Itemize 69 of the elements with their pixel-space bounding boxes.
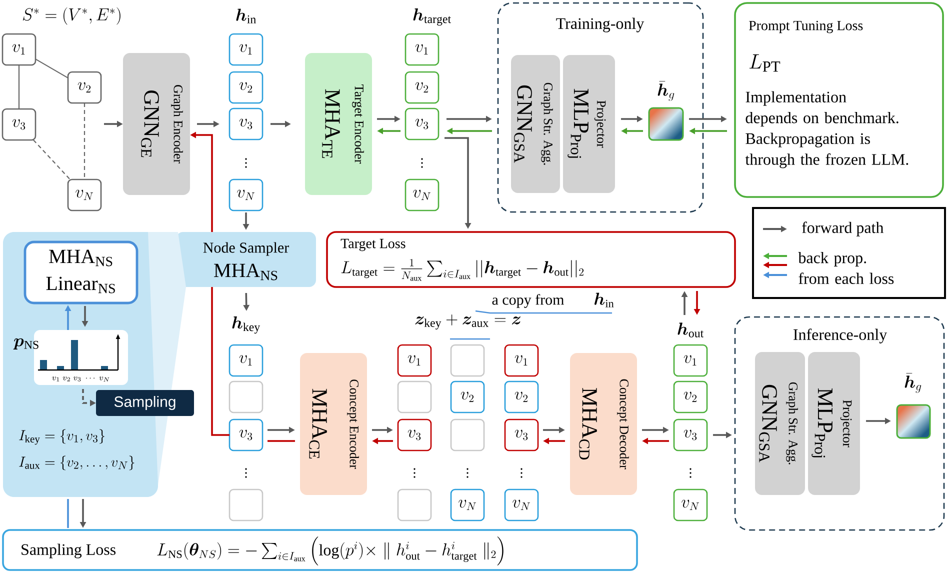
ellipsis: $\vdots$: [466, 468, 468, 478]
vector-box: [450, 418, 485, 452]
vector-box: $v_{3}$: [228, 418, 264, 452]
vector-box: $v_{2}$: [673, 380, 708, 414]
vector-box: $v_{3}$: [404, 108, 440, 140]
projector-block: Projector $\mathrm{MLP}_{\mathrm{Proj}}$: [808, 352, 860, 495]
vector-box: $v_{1}$: [397, 344, 432, 377]
column-label: $\boldsymbol{h}_{\mathrm{in}}$: [236, 8, 256, 24]
annotation: a copy from $\boldsymbol{h}_{\mathrm{in}}$: [492, 292, 614, 308]
vector-box: [397, 488, 432, 522]
vector-box: $v_{3}$: [504, 418, 539, 452]
vector-box: [228, 380, 264, 414]
loss-box: Sampling Loss $L_{\mathrm{NS}}(\boldsymbol{\theta}_{NS})=-\sum_{i\in I_{\mathrm{aux}}}\left(\log(p^{i})\times\parallel h^{i}_{\mathrm{out}}-h^{i}_{\mathrm{target}}\parallel_{2}\right)$: [2, 529, 638, 571]
ellipsis: $\vdots$: [414, 468, 416, 478]
vector-box: [228, 488, 264, 522]
vector-box: $v_{N}$: [404, 178, 440, 212]
graph-edge: [35, 58, 68, 78]
encoder-block: Concept Encoder $\mathrm{MHA}_{\mathrm{CE}}$: [300, 353, 367, 495]
ellipsis: $\vdots$: [245, 158, 247, 168]
graph-title: $S^{*}=(V^{*},E^{*})$: [22, 7, 120, 25]
legend-item: forward path: [763, 222, 884, 236]
graph-edge: [18, 65, 20, 109]
vector-box: $v_{2}$: [504, 380, 539, 414]
sampling-tag: Sampling: [96, 390, 194, 416]
sampler-box: Node Sampler $\mathrm{MHA}_{\mathrm{NS}}$: [176, 232, 316, 287]
column-label: $\boldsymbol{z}_{\mathrm{key}}+\boldsymbol{z}_{\mathrm{aux}}=\boldsymbol{z}$: [415, 314, 520, 340]
column-label: $\boldsymbol{h}_{\mathrm{out}}$: [678, 322, 704, 338]
vector-box: $v_{1}$: [404, 33, 440, 66]
vector-label: $\bar{\boldsymbol{h}}_{g}$: [904, 373, 922, 393]
vector-box: $v_{3}$: [673, 418, 708, 452]
vector-box: $v_{N}$: [673, 488, 708, 522]
ellipsis: $\vdots$: [690, 468, 692, 478]
encoder-block: Target Encoder $\mathrm{MHA}_{\mathrm{TE}}$: [305, 53, 372, 195]
leader-line: [475, 310, 612, 314]
vector-box: [450, 344, 485, 377]
decoder-block: Concept Decoder $\mathrm{MHA}_{\mathrm{CD}}$: [570, 353, 637, 495]
vector-box: $v_{N}$: [228, 178, 264, 212]
vector-box: $v_{1}$: [2, 33, 36, 66]
projector-block: Projector $\mathrm{MLP}_{\mathrm{Proj}}$: [563, 55, 615, 193]
module-box: $\mathrm{MHA}_{\mathrm{NS}}$ $\mathrm{Linear}_{\mathrm{NS}}$: [24, 240, 138, 304]
vector-box: $v_{3}$: [228, 108, 264, 140]
ellipsis: $\vdots$: [520, 468, 522, 478]
aggregator-block: Graph Str. Agg. $\mathrm{GNN}_{\mathrm{GSA}}$: [511, 55, 560, 193]
vector-label: $\bar{\boldsymbol{h}}_{g}$: [658, 81, 674, 101]
vector-box: $v_{2}$: [228, 71, 264, 104]
vector-box: $v_{1}$: [504, 344, 539, 377]
ellipsis: $\vdots$: [421, 158, 423, 168]
graph-edge: [33, 140, 71, 180]
vector-box: $v_{2}$: [404, 71, 440, 104]
column-label: $\boldsymbol{h}_{\mathrm{target}}$: [413, 8, 451, 26]
vector-box: $v_{N}$: [504, 488, 539, 522]
aggregator-block: Graph Str. Agg. $\mathrm{GNN}_{\mathrm{GSA}}$: [755, 352, 806, 495]
vector-box: $v_{3}$: [2, 108, 36, 141]
loss-box: Prompt Tuning Loss $L_{\mathrm{PT}}$ Implementation depends on benchmark. Backpropagation is through the frozen LLM.: [734, 2, 944, 198]
vector-box: $v_{2}$: [450, 380, 485, 414]
vector-box: $v_{2}$: [67, 71, 102, 104]
ellipsis: $\vdots$: [245, 468, 247, 478]
vector-label: $\boldsymbol{p}_{\mathrm{NS}}$: [13, 338, 38, 350]
vector-box: $v_{3}$: [397, 418, 432, 452]
column-label: $\boldsymbol{h}_{\mathrm{key}}$: [232, 316, 260, 334]
loss-box: Target Loss $L_{\mathrm{target}}=\frac{1}{N_{\mathrm{aux}}}\sum_{i\in I_{\mathrm{aux}}}||\boldsymbol{h}_{\mathrm{target}}-\boldsymbol{h}_{\mathrm{out}}||_{2}$: [326, 231, 736, 288]
vector-box: $v_{1}$: [673, 344, 708, 377]
graph-edge: [84, 103, 86, 180]
vector-box: $v_{N}$: [450, 488, 485, 522]
vector-box: [397, 380, 432, 414]
vector-box: $v_{1}$: [228, 344, 264, 377]
vector-box: $v_{N}$: [67, 178, 102, 212]
encoder-block: Graph Encoder $\mathrm{GNN}_{\mathrm{GE}}$: [123, 53, 190, 195]
vector-box: $v_{1}$: [228, 33, 264, 66]
